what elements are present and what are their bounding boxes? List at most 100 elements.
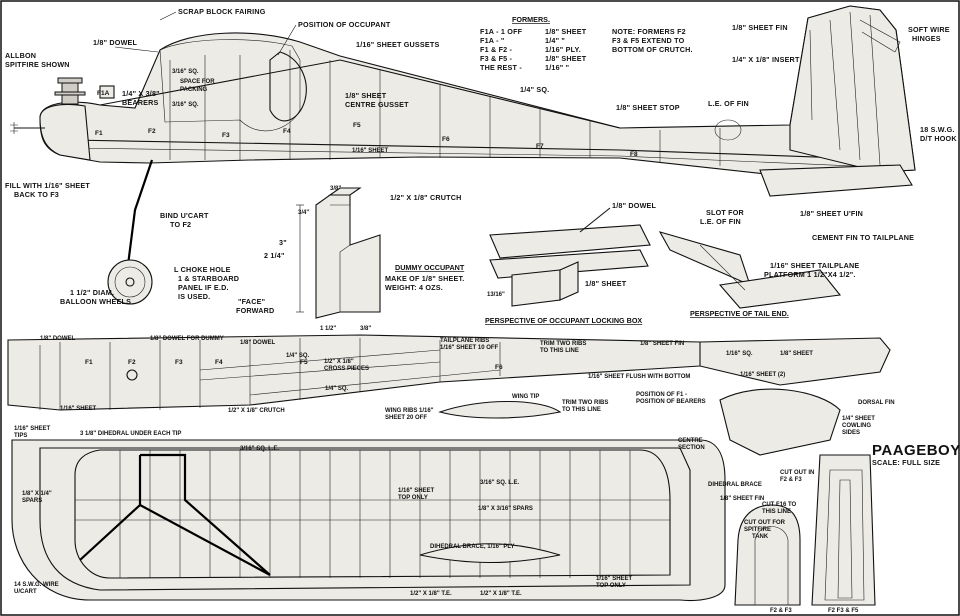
label-cross-2: CROSS PIECES — [324, 366, 369, 372]
label-trim2: TRIM TWO RIBS — [562, 400, 608, 406]
label-te-a: 1/2" X 1/8" T.E. — [410, 591, 452, 597]
former-label: F1 — [95, 130, 103, 137]
dim-214: 2 1/4" — [264, 251, 285, 260]
label-sq-le2: 3/16" SQ. L.E. — [480, 480, 520, 486]
label-gussets: 1/16" SHEET GUSSETS — [356, 40, 440, 49]
former-row: THE REST - — [480, 63, 522, 72]
label-wing-ribs-2: SHEET 20 OFF — [385, 415, 427, 421]
label-cut-spitfire-3: TANK — [752, 534, 769, 540]
label-wing-ribs: WING RIBS 1/16" — [385, 408, 434, 414]
label-swg: 18 S.W.G. — [920, 125, 955, 134]
occupant-window — [269, 51, 307, 122]
under-fin — [759, 164, 913, 197]
label-crutch: 1/2" X 1/8" CRUTCH — [390, 193, 462, 202]
cg-mark — [126, 369, 138, 381]
label-centre-gusset: 1/8" SHEET — [345, 91, 387, 100]
label-insert: 1/4" X 1/8" INSERT — [732, 55, 800, 64]
label-allbon-2: SPITFIRE SHOWN — [5, 60, 70, 69]
label-packing: PACKING — [180, 87, 208, 93]
top-view-annotations: 1/8" DOWEL 1/8" DOWEL FOR DUMMY 1/8" DOW… — [40, 336, 895, 436]
label-tail-end: PERSPECTIVE OF TAIL END. — [690, 309, 789, 318]
note-line: BOTTOM OF CRUTCH. — [612, 45, 693, 54]
former-label: F4 — [215, 359, 223, 366]
former-row: F1 & F2 - — [480, 45, 513, 54]
label-brace: DIHEDRAL BRACE, 1/16" PLY — [430, 544, 515, 550]
former-label: F2 — [148, 128, 156, 135]
label-sheet116: 1/16" SHEET — [60, 406, 97, 412]
label-cowling: 1/4" SHEET — [842, 416, 875, 422]
note-line: NOTE: FORMERS F2 — [612, 27, 686, 36]
label-hinges: HINGES — [912, 34, 941, 43]
label-fill: FILL WITH 1/16" SHEET — [5, 181, 90, 190]
label-balloon: BALLOON WHEELS — [60, 297, 131, 306]
dim-34: 3/4" — [298, 210, 309, 216]
label-pos-f1: POSITION OF F1 - — [636, 392, 687, 398]
former-label: F5 — [353, 122, 361, 129]
former-label: F6 — [442, 136, 450, 143]
plan-scale: SCALE: FULL SIZE — [872, 458, 940, 467]
label-scrap-block: SCRAP BLOCK FAIRING — [178, 7, 266, 16]
label-dowel: 1/8" DOWEL — [93, 38, 138, 47]
label-cross: 1/2" X 1/8" — [324, 359, 354, 365]
label-top-only2-2: TOP ONLY — [596, 583, 626, 589]
label-cut-f2: CUT OUT IN — [780, 470, 814, 476]
label-spars-a-2: SPARS — [22, 498, 42, 504]
former-label: F1A — [97, 90, 110, 97]
label-dummy-2: MAKE OF 1/8" SHEET. — [385, 274, 465, 283]
former-label: F8 — [630, 151, 638, 158]
balloon-wheel — [107, 259, 153, 305]
label-cut-line: CUT F16 TO — [762, 502, 797, 508]
label-platform-2: PLATFORM 1 1/2"X4 1/2". — [764, 270, 856, 279]
label-tips: 1/16" SHEET — [14, 426, 51, 432]
label-soft-wire: SOFT WIRE — [908, 25, 950, 34]
former-row: F3 & F5 - — [480, 54, 513, 63]
label-choke-3: PANEL IF E.D. — [178, 283, 229, 292]
dt-fuse-hole — [714, 119, 742, 141]
label-swg14: 14 S.W.G. WIRE — [14, 582, 59, 588]
label-fin-sheet: 1/8" SHEET FIN — [640, 341, 684, 347]
label-cut-line-2: THIS LINE — [762, 509, 791, 515]
label-cowling-2: COWLING — [842, 423, 871, 429]
fin-grain — [809, 11, 881, 166]
label-section: SECTION — [678, 445, 705, 451]
label-dihedral-tip: 3 1/8" DIHEDRAL UNDER EACH TIP — [80, 431, 181, 437]
former-material: 1/16" PLY. — [545, 45, 581, 54]
former-row: F1A - " — [480, 36, 505, 45]
fin — [789, 5, 916, 173]
label-sheet-stop: 1/8" SHEET STOP — [616, 103, 680, 112]
former-label: F2 — [128, 359, 136, 366]
label-bearers-2: BEARERS — [122, 98, 159, 107]
label-ufin: 1/8" SHEET U'FIN — [800, 209, 863, 218]
label-top-only2: 1/16" SHEET — [596, 576, 633, 582]
top-former-labels: F1 F2 F3 F4 F5 F6 — [85, 359, 503, 371]
label-cement: CEMENT FIN TO TAILPLANE — [812, 233, 914, 242]
former-material: 1/8" SHEET — [545, 27, 587, 36]
label-slot: SLOT FOR — [706, 208, 745, 217]
label-316-sq-b: 3/16" SQ. — [172, 102, 199, 108]
label-dowel-b: 1/8" DOWEL — [240, 340, 276, 346]
label-sheet-fin: 1/8" SHEET FIN — [732, 23, 788, 32]
label-trim2-2: TO THIS LINE — [562, 407, 601, 413]
label-sheet18: 1/8" SHEET — [780, 351, 813, 357]
label-sq14b: 1/4" SQ. — [325, 386, 349, 392]
label-choke-4: IS USED. — [178, 292, 210, 301]
hinge-wire — [859, 19, 901, 53]
dummy-occupant-detail: 3" 2 1/4" 3/4" 1 1/2" 3/8" 3/8" "FACE" F… — [236, 186, 465, 332]
nose-block — [39, 103, 91, 161]
undercart-wire-plan — [79, 453, 271, 576]
former-row: F1A - 1 OFF — [480, 27, 523, 36]
crutch-bottom — [69, 147, 901, 169]
note-line: F3 & F5 EXTEND TO — [612, 36, 685, 45]
label-spars-b: 1/8" X 3/16" SPARS — [478, 506, 533, 512]
label-allbon: ALLBON — [5, 51, 36, 60]
label-wheels: 1 1/2" DIAM. — [70, 288, 114, 297]
label-platform: 1/16" SHEET TAILPLANE — [770, 261, 859, 270]
label-back-f3: BACK TO F3 — [14, 190, 59, 199]
label-dowel-a: 1/8" DOWEL — [40, 336, 76, 342]
label-space: SPACE FOR — [180, 79, 215, 85]
label-te-b: 1/2" X 1/8" T.E. — [480, 591, 522, 597]
label-dowel-box: 1/8" DOWEL — [612, 201, 657, 210]
plan-title: PAAGEBOY — [872, 442, 960, 459]
label-choke-2: 1 & STARBOARD — [178, 274, 239, 283]
